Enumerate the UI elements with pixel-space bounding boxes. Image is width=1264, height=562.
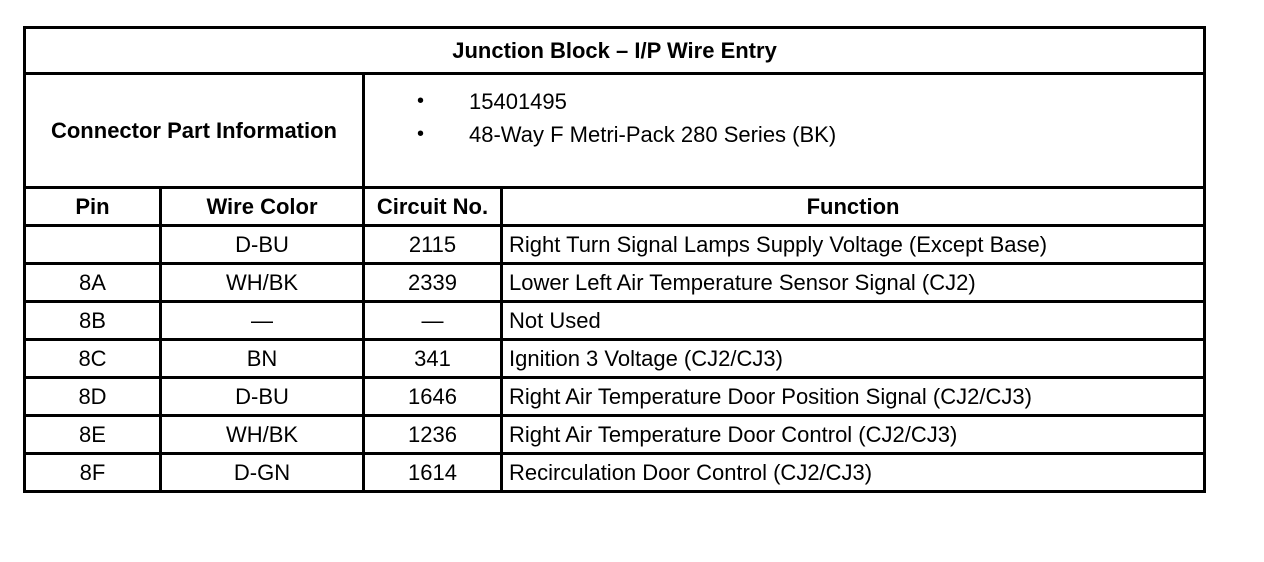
header-circuit-no: Circuit No. [362, 186, 503, 227]
title-row: Junction Block – I/P Wire Entry [22, 26, 1207, 75]
connector-table: Junction Block – I/P Wire Entry Connecto… [22, 26, 1207, 493]
pin-cell: 8E [23, 414, 162, 455]
function-cell: Right Turn Signal Lamps Supply Voltage (… [499, 224, 1207, 265]
pin-cell [23, 224, 162, 265]
table-title: Junction Block – I/P Wire Entry [22, 26, 1207, 75]
circuit-cell: 2339 [362, 262, 503, 303]
header-function: Function [499, 186, 1207, 227]
function-cell: Lower Left Air Temperature Sensor Signal… [499, 262, 1207, 303]
function-cell: Right Air Temperature Door Position Sign… [499, 376, 1207, 417]
header-wire-color: Wire Color [159, 186, 365, 227]
wire-color-cell: WH/BK [159, 414, 365, 455]
connector-info-item: • 48-Way F Metri-Pack 280 Series (BK) [365, 118, 1203, 151]
function-cell: Ignition 3 Voltage (CJ2/CJ3) [499, 338, 1207, 379]
connector-info-label: Connector Part Information [23, 72, 365, 189]
wire-color-cell: D-GN [159, 452, 365, 493]
wire-color-cell: — [159, 300, 365, 341]
table-row: 8E WH/BK 1236 Right Air Temperature Door… [23, 414, 1207, 455]
pin-cell: 8B [23, 300, 162, 341]
circuit-cell: 1236 [362, 414, 503, 455]
connector-info-list: • 15401495 • 48-Way F Metri-Pack 280 Ser… [361, 72, 1207, 189]
table-row: 8D D-BU 1646 Right Air Temperature Door … [23, 376, 1207, 417]
header-pin: Pin [23, 186, 162, 227]
wire-color-cell: BN [159, 338, 365, 379]
wire-color-cell: WH/BK [159, 262, 365, 303]
function-cell: Right Air Temperature Door Control (CJ2/… [499, 414, 1207, 455]
pin-cell: 8A [23, 262, 162, 303]
bullet-icon: • [417, 90, 425, 112]
wire-color-cell: D-BU [159, 224, 365, 265]
connector-description: 48-Way F Metri-Pack 280 Series (BK) [469, 122, 837, 147]
circuit-cell: — [362, 300, 503, 341]
wire-color-cell: D-BU [159, 376, 365, 417]
function-cell: Recirculation Door Control (CJ2/CJ3) [499, 452, 1207, 493]
connector-part-number: 15401495 [469, 89, 567, 114]
connector-info-item: • 15401495 [365, 85, 1203, 118]
table-row: 8F D-GN 1614 Recirculation Door Control … [23, 452, 1207, 493]
table-row: 8A WH/BK 2339 Lower Left Air Temperature… [23, 262, 1207, 303]
connector-info-items: • 15401495 • 48-Way F Metri-Pack 280 Ser… [365, 85, 1203, 151]
circuit-cell: 341 [362, 338, 503, 379]
table-row: D-BU 2115 Right Turn Signal Lamps Supply… [23, 224, 1207, 265]
connector-info-row: Connector Part Information • 15401495 • … [23, 72, 1207, 189]
circuit-cell: 2115 [362, 224, 503, 265]
bullet-icon: • [417, 123, 425, 145]
header-row: Pin Wire Color Circuit No. Function [23, 186, 1207, 227]
pin-cell: 8D [23, 376, 162, 417]
table-row: 8C BN 341 Ignition 3 Voltage (CJ2/CJ3) [23, 338, 1207, 379]
function-cell: Not Used [499, 300, 1207, 341]
pin-cell: 8F [23, 452, 162, 493]
pin-cell: 8C [23, 338, 162, 379]
circuit-cell: 1614 [362, 452, 503, 493]
circuit-cell: 1646 [362, 376, 503, 417]
table-row: 8B — — Not Used [23, 300, 1207, 341]
